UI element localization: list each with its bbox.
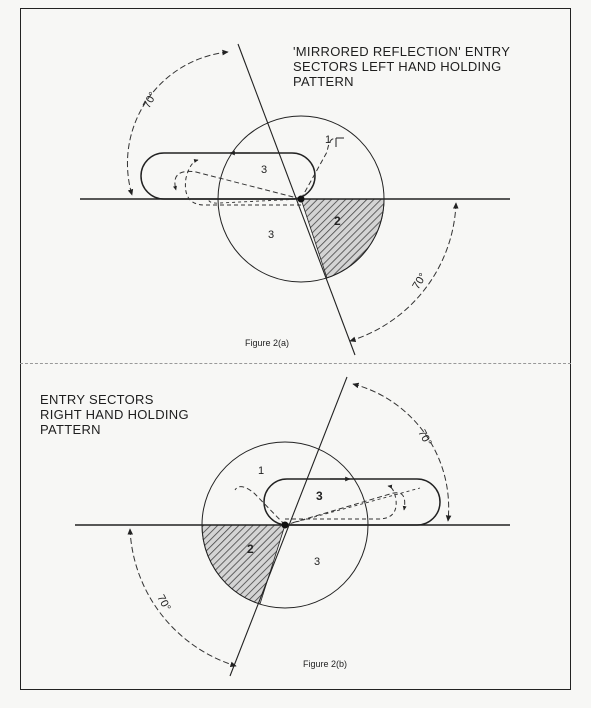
sector-boundary-line-a [237, 43, 356, 356]
sector-1-marker-a [335, 137, 344, 147]
holding-fix-b [281, 521, 289, 529]
figure-b-caption: Figure 2(b) [303, 659, 348, 669]
sector-3-bottom-label-a: 3 [268, 229, 274, 241]
figure-divider [20, 363, 571, 364]
angle-arc-lower-b [127, 528, 237, 668]
figure-b: 1 2 3 3 70° 70° [75, 376, 510, 677]
entry-path-4-b [284, 487, 421, 526]
figure-b-title-line: ENTRY SECTORS [40, 392, 154, 407]
angle-label-lower-b: 70° [154, 593, 172, 613]
figure-b-title: ENTRY SECTORS RIGHT HAND HOLDING PATTERN [40, 392, 189, 438]
sector-2-hatched-a [300, 198, 385, 279]
sector-2-hatched-b [201, 524, 286, 605]
entry-path-1-b [234, 486, 286, 526]
holding-fix-a [297, 195, 305, 203]
entry-path-2-a [173, 170, 302, 200]
sector-1-label-a: 1 [325, 134, 331, 146]
angle-label-upper-a: 70° [141, 90, 159, 110]
angle-arc-lower-a [349, 202, 459, 343]
entry-path-3-b [285, 484, 397, 520]
sector-2-label-a: 2 [334, 214, 341, 228]
sector-3-top-label-a: 3 [261, 164, 267, 176]
figure-a: 1 2 3 3 70° 70° [80, 43, 510, 356]
sector-3-bottom-label-b: 3 [314, 556, 320, 568]
angle-label-upper-b: 70° [415, 428, 433, 448]
racetrack-b [263, 478, 441, 526]
figure-a-caption: Figure 2(a) [245, 338, 290, 348]
figure-b-title-line: RIGHT HAND HOLDING [40, 406, 189, 422]
entry-path-1-a [300, 138, 337, 200]
angle-arc-upper-b [352, 382, 452, 522]
figure-a-title-line: SECTORS LEFT HAND HOLDING [293, 58, 502, 74]
figure-a-title: 'MIRRORED REFLECTION' ENTRY SECTORS LEFT… [293, 44, 511, 90]
sector-1-label-b: 1 [258, 465, 264, 477]
angle-arc-upper-a [126, 49, 229, 196]
sector-3-top-label-b: 3 [316, 489, 323, 503]
figure-b-title-line: PATTERN [40, 421, 101, 437]
sector-2-label-b: 2 [247, 542, 254, 556]
figure-a-title-line: PATTERN [293, 73, 354, 89]
angle-label-lower-a: 70° [410, 271, 429, 291]
sector-boundary-line-b [229, 376, 348, 677]
figure-a-title-line: 'MIRRORED REFLECTION' ENTRY [293, 44, 511, 59]
figure-frame [20, 8, 571, 690]
